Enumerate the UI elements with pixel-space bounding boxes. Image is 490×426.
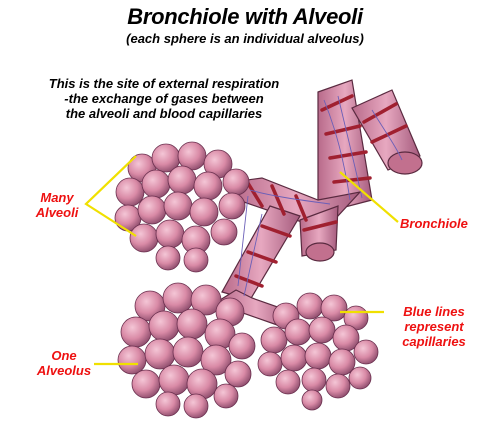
alveoli-cluster-bottom-right [258,293,378,410]
one-alveolus-label: One Alveolus [34,348,94,378]
alveoli-cluster-bottom-left [118,283,255,418]
middle-branch-opening [306,243,334,261]
capillaries-label: Blue lines represent capillaries [386,304,482,349]
alveoli-cluster-left [115,142,249,272]
many-alveoli-label: Many Alveoli [26,190,88,220]
bronchiole-label: Bronchiole [400,216,468,231]
upper-branch-opening [388,152,422,174]
